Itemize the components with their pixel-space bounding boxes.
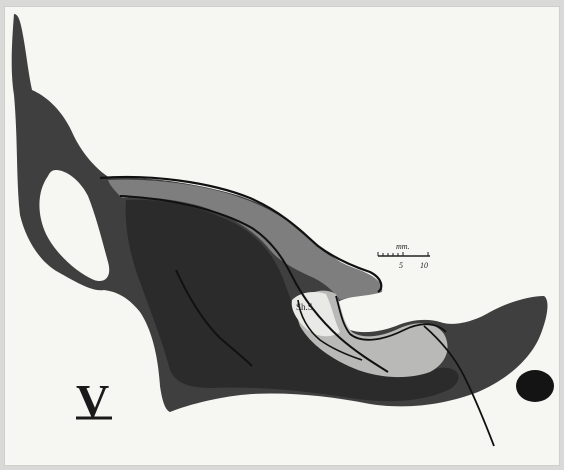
scale-tick-10-label: 10 [420,261,428,270]
scale-tick-5-label: 5 [399,261,403,270]
dark-blob [516,370,554,402]
scale-bar: mm. 5 10 [378,242,430,270]
scale-unit-label: mm. [396,242,410,251]
region-label: Sh.S. [296,302,315,312]
